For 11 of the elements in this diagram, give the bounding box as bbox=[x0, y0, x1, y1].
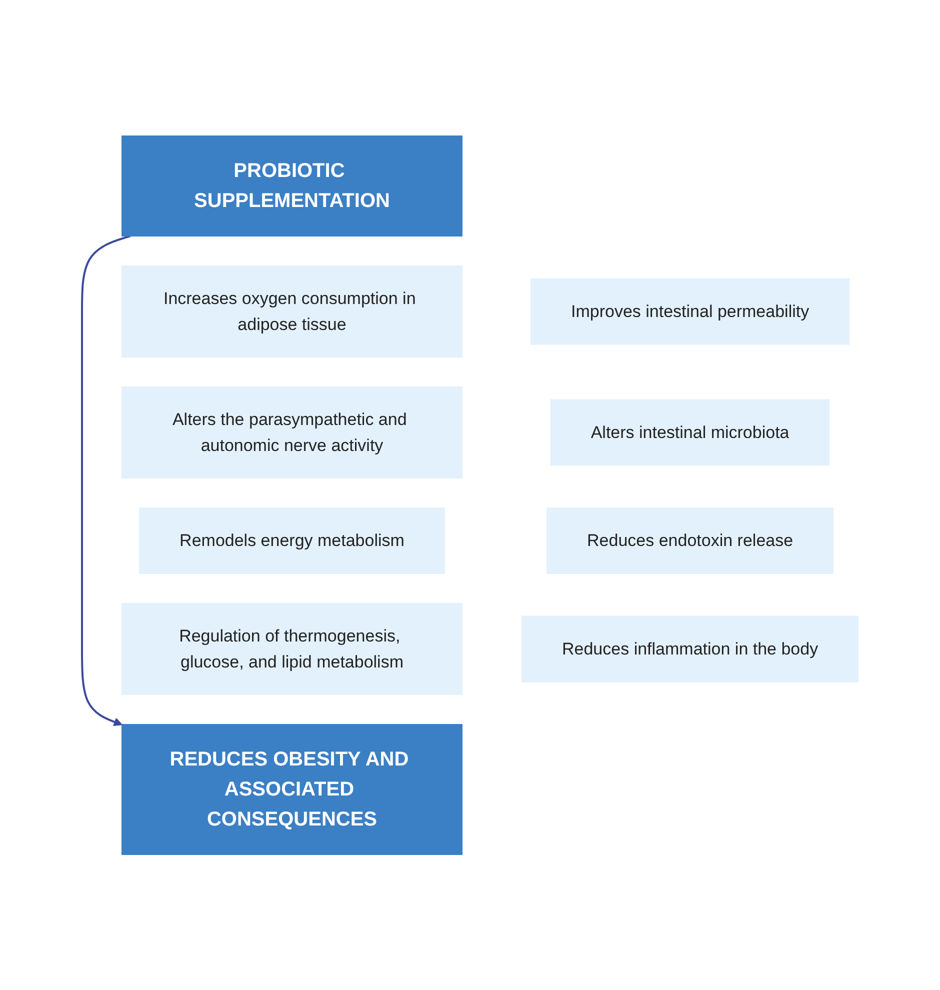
node-box: PROBIOTIC SUPPLEMENTATION bbox=[121, 135, 462, 236]
node-box: Increases oxygen consumption in adipose tissue bbox=[121, 265, 462, 358]
node-box: Remodels energy metabolism bbox=[139, 507, 445, 574]
node-box: Alters intestinal microbiota bbox=[550, 399, 830, 466]
node-box: Alters the parasympathetic and autonomic nerve activity bbox=[121, 386, 462, 478]
node-box: Improves intestinal permeability bbox=[530, 278, 850, 344]
node-box: Reduces endotoxin release bbox=[546, 507, 834, 574]
arrow bbox=[80, 234, 131, 726]
node-box: Reduces inflammation in the body bbox=[521, 616, 859, 682]
node-box: REDUCES OBESITY AND ASSOCIATED CONSEQUENCES bbox=[121, 724, 462, 855]
node-box: Regulation of thermogenesis, glucose, and lipid metabolism bbox=[121, 602, 462, 695]
